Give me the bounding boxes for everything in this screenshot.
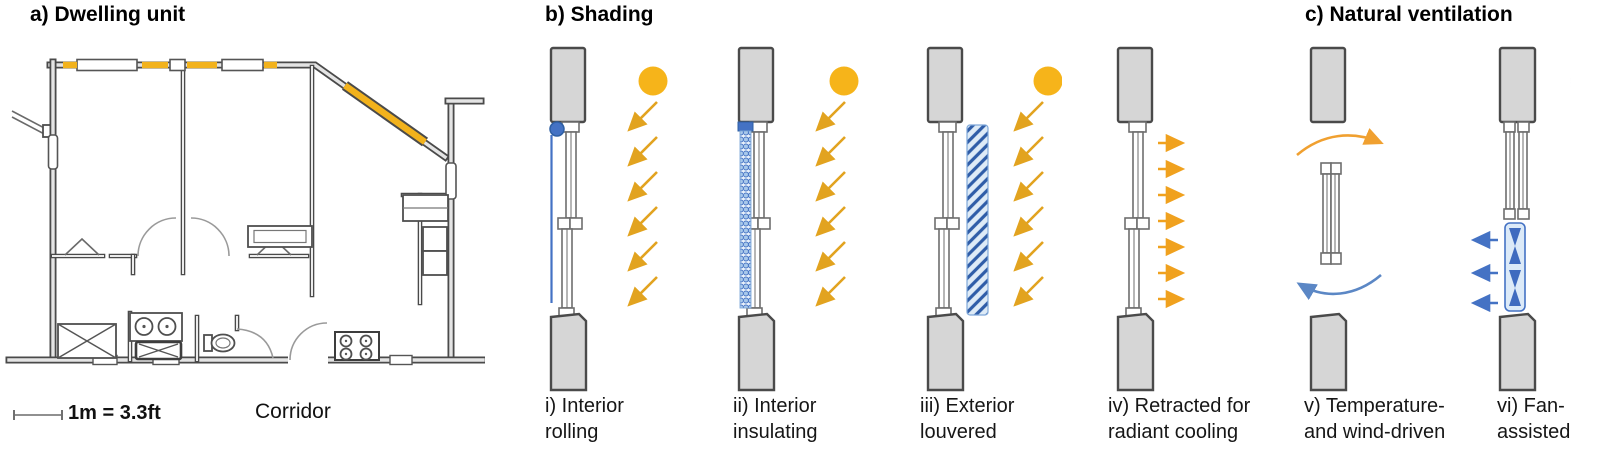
fan-airflow-arrows <box>1470 230 1498 313</box>
corridor-label: Corridor <box>255 400 331 423</box>
wall-below-window <box>926 312 965 392</box>
diagram-fan-assisted <box>1470 46 1583 392</box>
wall-below-window <box>549 312 588 392</box>
wall-below-window <box>737 312 776 392</box>
door-swings <box>137 217 328 364</box>
diagram-exterior-louvered <box>926 46 1062 392</box>
wall-above-window <box>1498 46 1537 124</box>
rolling-blind <box>549 121 565 303</box>
panel-c-heading: c) Natural ventilation <box>1305 3 1513 26</box>
balcony-rail <box>11 110 56 138</box>
sun-icon <box>829 66 859 96</box>
wall-above-window <box>926 46 964 124</box>
window-section <box>934 121 960 318</box>
kitchen-fixtures <box>334 194 449 361</box>
floor-plan <box>5 58 485 366</box>
closet-box <box>57 323 117 359</box>
wall-above-window <box>1309 46 1347 124</box>
window-section <box>745 121 771 318</box>
diagram-interior-rolling <box>549 46 668 392</box>
warm-air-out-arrow <box>1296 128 1384 156</box>
window-section <box>557 121 583 318</box>
panel-b-heading: b) Shading <box>545 3 654 26</box>
bathroom-fixtures <box>129 312 236 361</box>
facade-windows <box>47 58 457 200</box>
wall-above-window <box>1116 46 1154 124</box>
sun-icon <box>1033 66 1062 96</box>
diagram-temperature-wind-driven <box>1296 46 1398 392</box>
diagram-interior-insulating <box>737 46 859 392</box>
diagram-retracted-radiant-cooling <box>1116 46 1210 392</box>
wall-below-window <box>1116 312 1155 392</box>
fan-icon <box>1504 222 1526 312</box>
sunlight-arrows <box>815 101 846 307</box>
wall-below-window <box>1498 312 1537 392</box>
window-section <box>1124 121 1150 318</box>
open-window-sash <box>1320 162 1342 265</box>
insulating-blind <box>737 121 754 309</box>
moon-icon <box>1570 69 1583 95</box>
label-temperature-wind-driven: v) Temperature-and wind-driven <box>1304 395 1446 443</box>
sunlight-arrows <box>1013 101 1044 307</box>
moon-icon <box>1385 69 1398 95</box>
wall-above-window <box>549 46 587 124</box>
radiant-heat-arrows <box>1158 133 1186 309</box>
scale-bar <box>13 410 63 420</box>
wall-above-window <box>737 46 775 124</box>
panel-a-heading: a) Dwelling unit <box>30 3 186 26</box>
closet-door-symbol <box>64 237 100 256</box>
wall-below-window <box>1309 312 1348 392</box>
stacked-sashes <box>1503 121 1530 220</box>
cool-air-in-arrow <box>1296 274 1382 301</box>
sun-icon <box>638 66 668 96</box>
interior-walls <box>50 62 451 363</box>
moon-icon <box>1197 69 1210 95</box>
label-fan-assisted: vi) Fan-assisted <box>1497 395 1571 443</box>
sunlight-arrows <box>627 101 658 307</box>
scale-label: 1m = 3.3ft <box>68 402 161 424</box>
louvered-screen <box>966 124 989 316</box>
table <box>247 225 313 248</box>
